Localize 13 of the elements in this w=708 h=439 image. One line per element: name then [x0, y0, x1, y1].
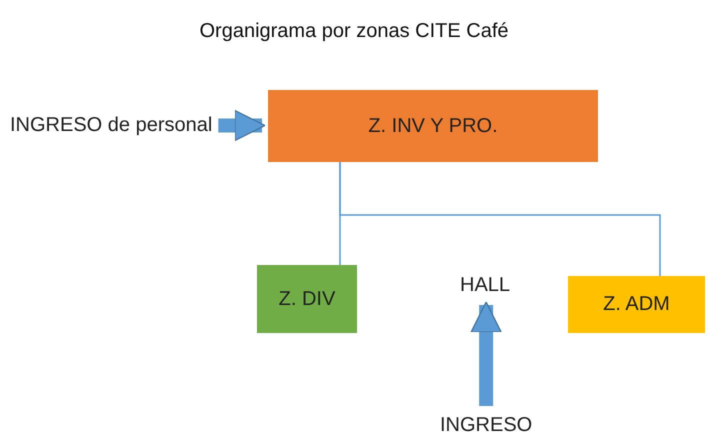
connector-line: [339, 162, 661, 276]
block-arrow: [218, 110, 266, 142]
text-label: INGRESO de personal: [10, 112, 212, 139]
block-arrow: [470, 301, 502, 406]
zone-box: [257, 265, 357, 333]
zone-label: Z. ADM: [603, 292, 670, 317]
text-label: INGRESO: [440, 412, 532, 439]
zone-label: Z. DIV: [278, 286, 336, 312]
zone-label: Z. INV Y PRO.: [368, 114, 498, 138]
text-label: HALL: [460, 272, 510, 299]
zone-box: [268, 90, 598, 162]
diagram-title: Organigrama por zonas CITE Café: [198, 20, 510, 43]
zone-box: [568, 276, 705, 333]
